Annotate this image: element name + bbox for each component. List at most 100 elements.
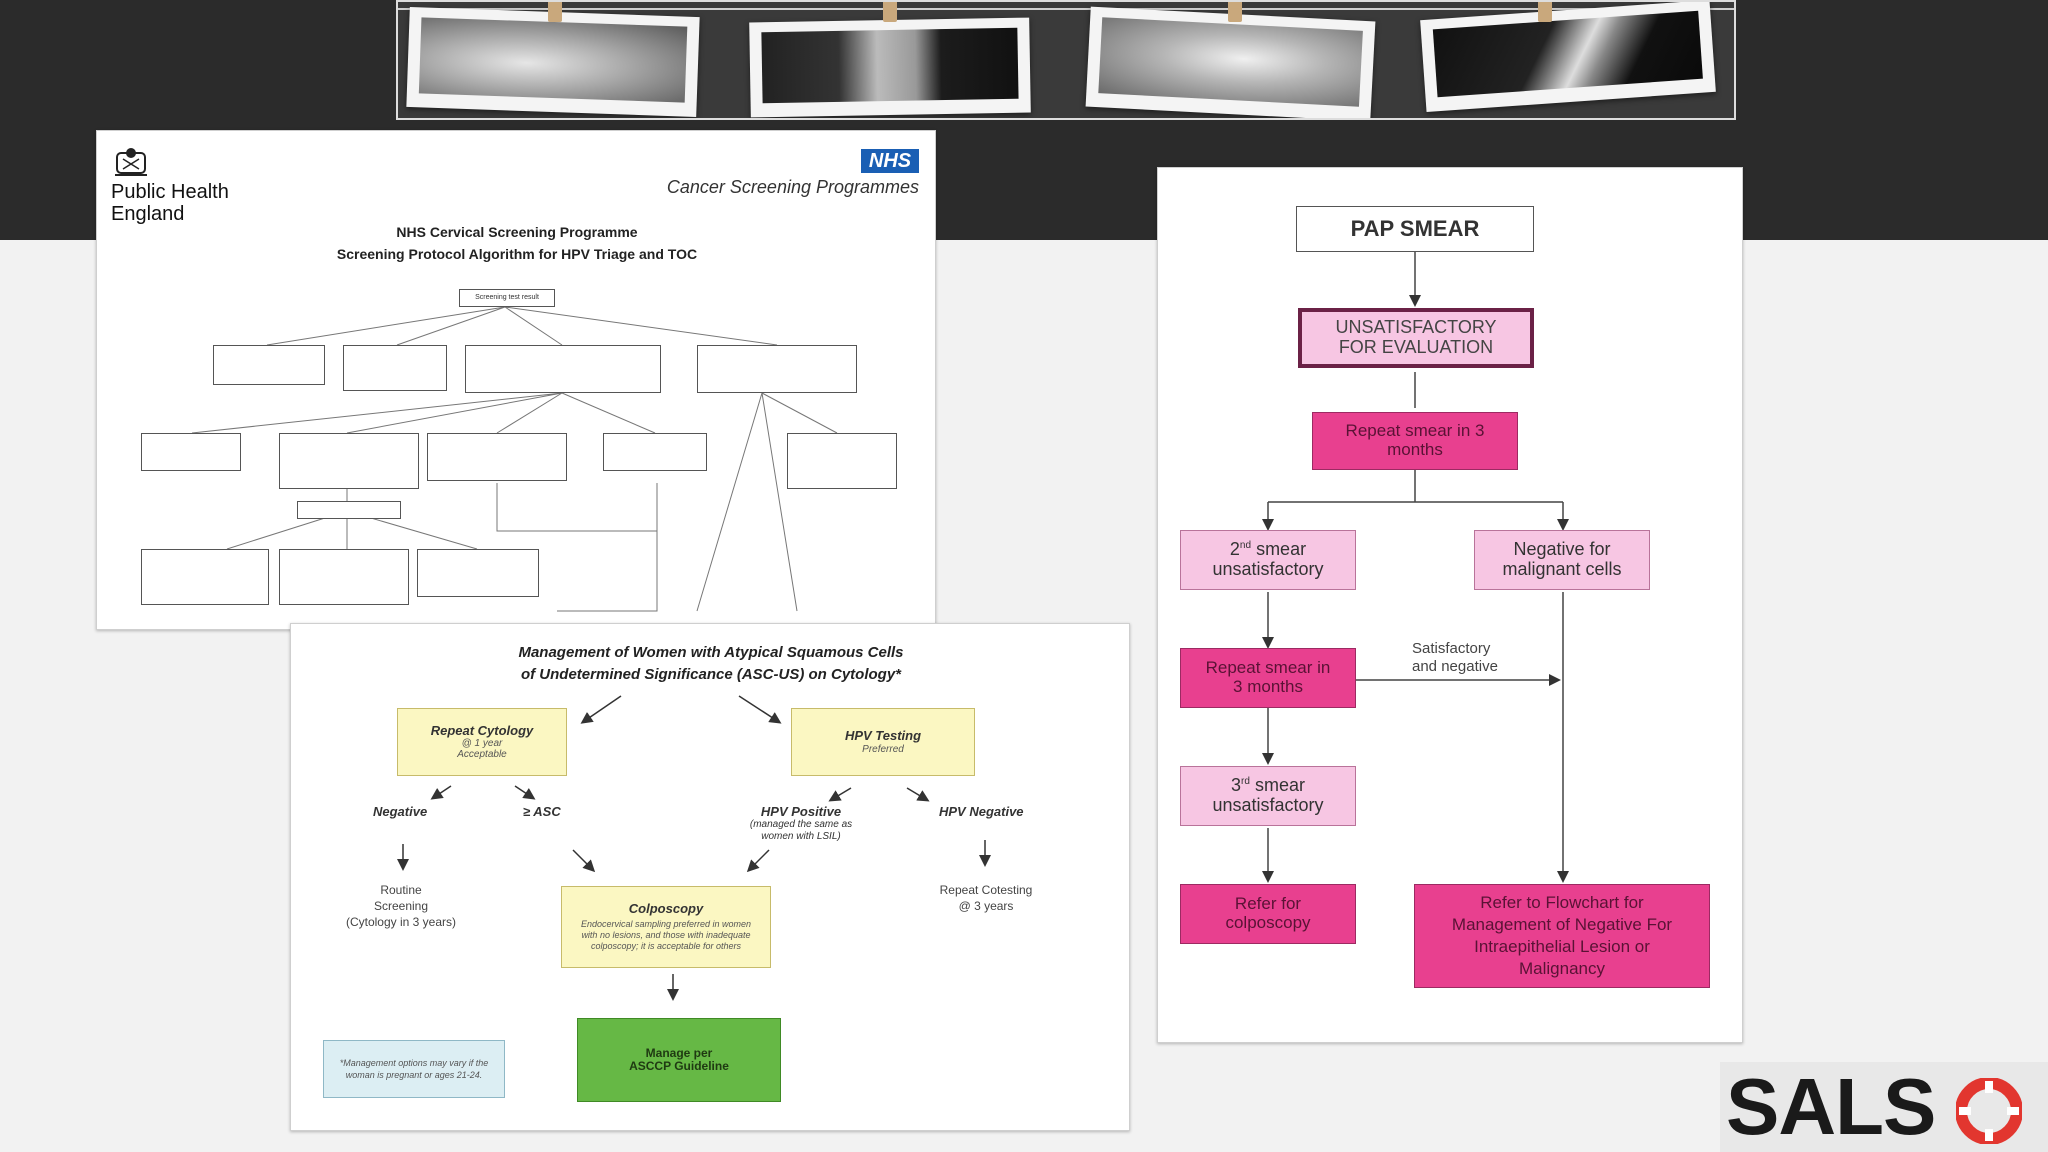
ascus-title-line: of Undetermined Significance (ASC-US) on… — [520, 666, 902, 683]
smear-word: smear — [1254, 775, 1305, 796]
hpv-testing-subtitle: Preferred — [862, 743, 904, 755]
repeat-cytology-box: Repeat Cytology @ 1 year Acceptable — [397, 708, 567, 776]
unsatisfactory-box: UNSATISFACTORY FOR EVALUATION — [1298, 308, 1534, 368]
ascus-title: Management of Women with Atypical Squamo… — [291, 642, 1131, 686]
third-smear-line: 3rd smear — [1231, 775, 1305, 796]
photo-baby-3 — [1085, 6, 1376, 118]
colposcopy-text: colposcopy; it is acceptable for others — [590, 940, 742, 951]
nhs-logo: NHS — [861, 149, 919, 173]
phe-mini-box — [603, 433, 707, 471]
refer-flowchart-line: Management of Negative For — [1451, 915, 1673, 934]
second-smear-box: 2nd smear unsatisfactory — [1180, 530, 1356, 590]
pap-smear-panel: PAP SMEAR UNSATISFACTORY FOR EVALUATION … — [1157, 167, 1743, 1043]
ascus-arrows — [397, 695, 991, 1001]
phe-mini-box — [465, 345, 661, 393]
refer-colposcopy-line: Refer for — [1234, 894, 1302, 914]
sals-logo: SALS — [1720, 1062, 2048, 1152]
satisfactory-negative-label: Satisfactory and negative — [1412, 640, 1498, 676]
repeat-smear-line: Repeat smear in — [1205, 658, 1331, 678]
colposcopy-box: Colposcopy Endocervical sampling preferr… — [561, 886, 771, 968]
ordinal-suffix: nd — [1239, 540, 1252, 552]
phe-org-name: Public Health England — [111, 181, 229, 225]
photo-hand — [1420, 2, 1716, 113]
refer-colposcopy-box: Refer for colposcopy — [1180, 884, 1356, 944]
colposcopy-title: Colposcopy — [628, 901, 704, 917]
ordinal: 3 — [1231, 775, 1242, 796]
peg — [1538, 2, 1552, 22]
colposcopy-text: Endocervical sampling preferred in women — [580, 918, 752, 929]
hpv-positive-note: (managed the same as — [749, 819, 853, 830]
phe-mini-box — [343, 345, 447, 391]
phe-root-box: Screening test result — [459, 289, 555, 307]
repeat-cytology-interval: @ 1 year — [461, 738, 503, 750]
phe-mini-box — [279, 549, 409, 605]
footnote-line: woman is pregnant or ages 21-24. — [345, 1070, 483, 1080]
repeat-smear-box-2: Repeat smear in 3 months — [1180, 648, 1356, 708]
phe-connectors — [191, 306, 838, 612]
hpv-positive-block: HPV Positive (managed the same as women … — [731, 804, 871, 843]
routine-line: Screening — [373, 899, 429, 913]
smear-word: smear — [1256, 539, 1307, 560]
peg — [883, 2, 897, 22]
refer-colposcopy-line: colposcopy — [1225, 913, 1311, 932]
negative-malignant-box: Negative for malignant cells — [1474, 530, 1650, 590]
negative-malignant-line: malignant cells — [1502, 559, 1622, 579]
repeat-cytology-note: Acceptable — [457, 749, 507, 761]
peg — [1228, 2, 1242, 22]
third-smear-box: 3rd smear unsatisfactory — [1180, 766, 1356, 826]
photo-baby-1 — [406, 6, 700, 118]
manage-line: ASCCP Guideline — [629, 1059, 729, 1073]
phe-mini-box — [697, 345, 857, 393]
royal-crest-icon — [115, 148, 147, 176]
unsatisfactory-line: FOR EVALUATION — [1338, 337, 1494, 357]
refer-flowchart-line: Malignancy — [1519, 959, 1605, 978]
manage-asccp-box: Manage per ASCCP Guideline — [577, 1018, 781, 1102]
repeat-cytology-title: Repeat Cytology — [430, 722, 534, 738]
hpv-testing-title: HPV Testing — [844, 728, 922, 744]
phe-root-box-label: Screening test result — [475, 294, 539, 301]
satisfactory-line: and negative — [1412, 658, 1498, 675]
routine-line: (Cytology in 3 years) — [345, 915, 457, 929]
hpv-positive-label: HPV Positive — [760, 804, 842, 819]
phe-mini-box — [279, 433, 419, 489]
pap-arrows — [1262, 252, 1569, 883]
phe-mini-box — [417, 549, 539, 597]
phe-mini-box — [787, 433, 897, 489]
repeat-smear-box-1: Repeat smear in 3 months — [1312, 412, 1518, 470]
peg — [548, 2, 562, 22]
routine-line: Routine — [380, 883, 422, 897]
phe-mini-box — [297, 501, 401, 519]
phe-mini-box — [141, 433, 241, 471]
programme-name: Cancer Screening Programmes — [666, 177, 919, 197]
colposcopy-text: with no lesions, and those with inadequa… — [581, 929, 751, 940]
second-smear-line: 2nd smear — [1229, 539, 1307, 560]
pap-smear-box: PAP SMEAR — [1296, 206, 1534, 252]
phe-mini-box — [213, 345, 325, 385]
refer-flowchart-line: Intraepithelial Lesion or — [1474, 937, 1650, 956]
sals-logo-text: SALS — [1726, 1062, 1936, 1151]
repeat-smear-line: 3 months — [1233, 677, 1303, 696]
cotesting-line: @ 3 years — [958, 899, 1014, 913]
asc-label: ≥ ASC — [523, 804, 561, 819]
manage-line: Manage per — [645, 1045, 713, 1060]
hpv-testing-box: HPV Testing Preferred — [791, 708, 975, 776]
unsatisfactory-line: UNSATISFACTORY — [1335, 317, 1497, 338]
refer-flowchart-line: Refer to Flowchart for — [1480, 893, 1644, 912]
negative-malignant-line: Negative for — [1513, 539, 1611, 560]
phe-mini-box — [427, 433, 567, 481]
ascus-management-panel: Management of Women with Atypical Squamo… — [290, 623, 1130, 1131]
lifebuoy-icon — [1956, 1078, 2022, 1144]
ordinal: 2 — [1229, 539, 1240, 560]
clothesline — [398, 8, 1734, 10]
footnote-box: *Management options may vary if the woma… — [323, 1040, 505, 1098]
cotesting-line: Repeat Cotesting — [939, 883, 1033, 897]
repeat-smear-line: months — [1387, 440, 1443, 459]
satisfactory-line: Satisfactory — [1412, 640, 1491, 657]
footnote-line: *Management options may vary if the — [339, 1058, 489, 1068]
routine-screening-text: Routine Screening (Cytology in 3 years) — [331, 882, 471, 930]
second-smear-line2: unsatisfactory — [1212, 559, 1324, 579]
negative-label: Negative — [373, 804, 428, 819]
ascus-title-line: Management of Women with Atypical Squamo… — [518, 644, 904, 661]
repeat-cotesting-text: Repeat Cotesting @ 3 years — [921, 882, 1051, 914]
phe-title-line: NHS Cervical Screening Programme — [396, 224, 638, 240]
